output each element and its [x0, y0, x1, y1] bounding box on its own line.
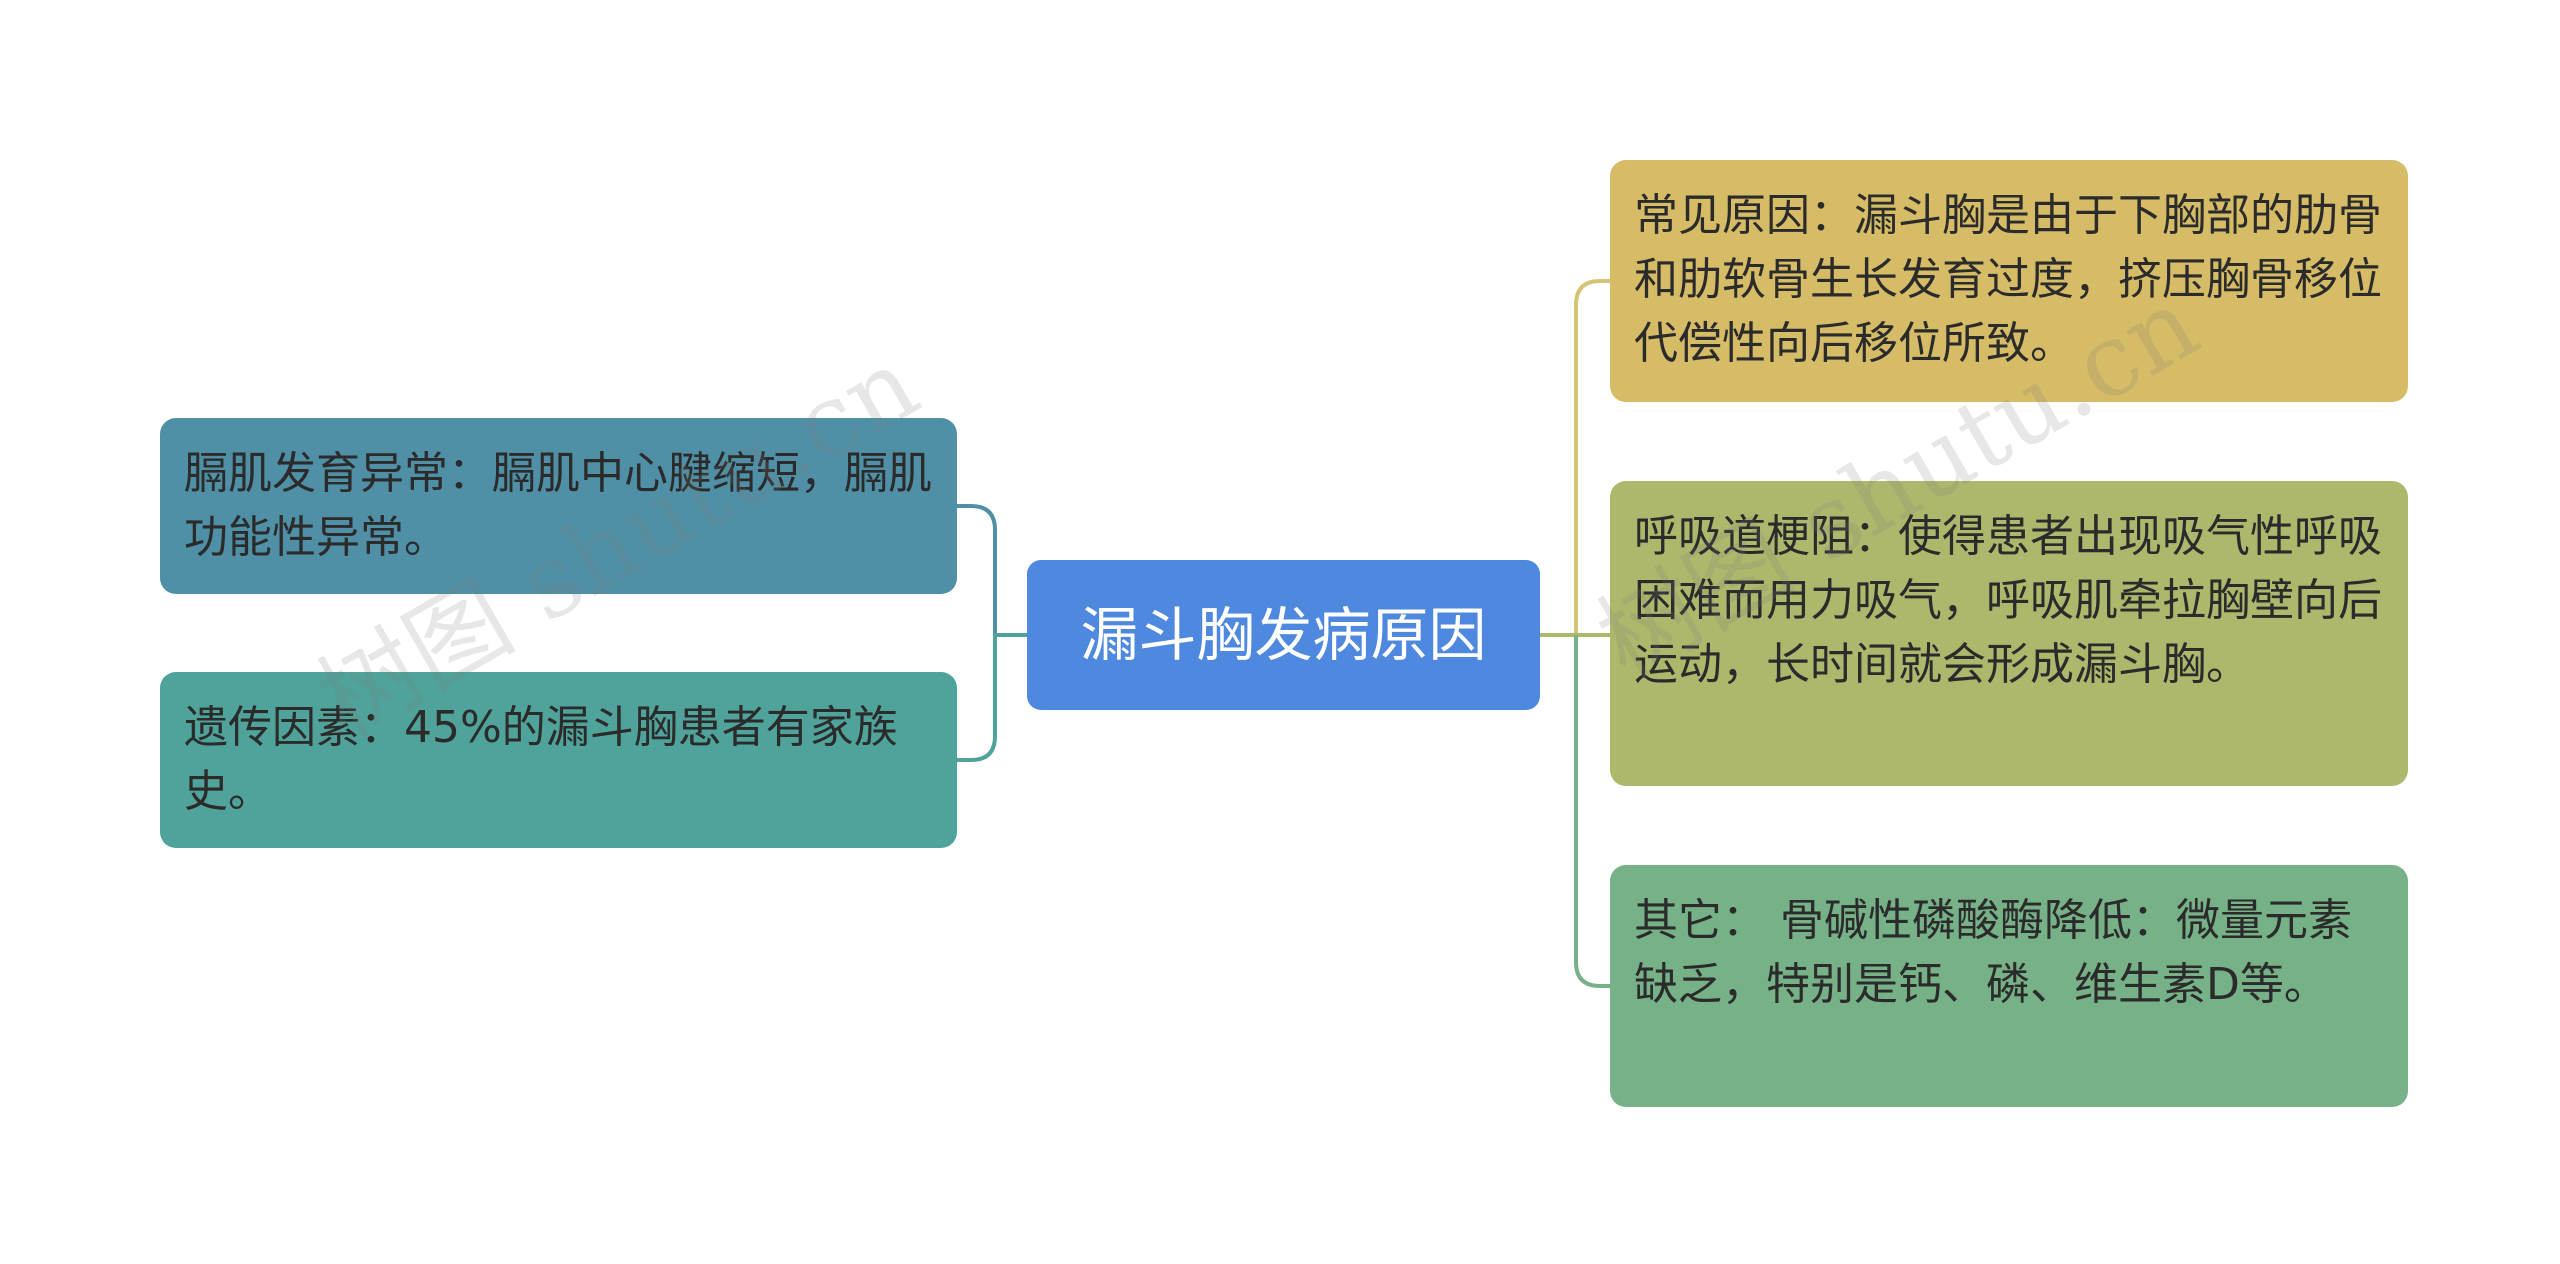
- connector-left-2: [957, 633, 1027, 762]
- topic-genetic-factors[interactable]: 遗传因素：45%的漏斗胸患者有家族史。: [160, 672, 957, 848]
- topic-airway-obstruction[interactable]: 呼吸道梗阻：使得患者出现吸气性呼吸困难而用力吸气，呼吸肌牵拉胸壁向后运动，长时间…: [1610, 481, 2408, 786]
- center-topic[interactable]: 漏斗胸发病原因: [1027, 560, 1540, 710]
- connector-left-1: [957, 504, 1027, 637]
- connector-right-1: [1540, 279, 1610, 637]
- topic-common-cause[interactable]: 常见原因：漏斗胸是由于下胸部的肋骨和肋软骨生长发育过度，挤压胸骨移位代偿性向后移…: [1610, 160, 2408, 402]
- connector-right-3: [1574, 635, 1610, 988]
- topic-diaphragm-abnormality[interactable]: 膈肌发育异常：膈肌中心腱缩短，膈肌功能性异常。: [160, 418, 957, 594]
- topic-other-causes[interactable]: 其它： 骨碱性磷酸酶降低：微量元素缺乏，特别是钙、磷、维生素D等。: [1610, 865, 2408, 1107]
